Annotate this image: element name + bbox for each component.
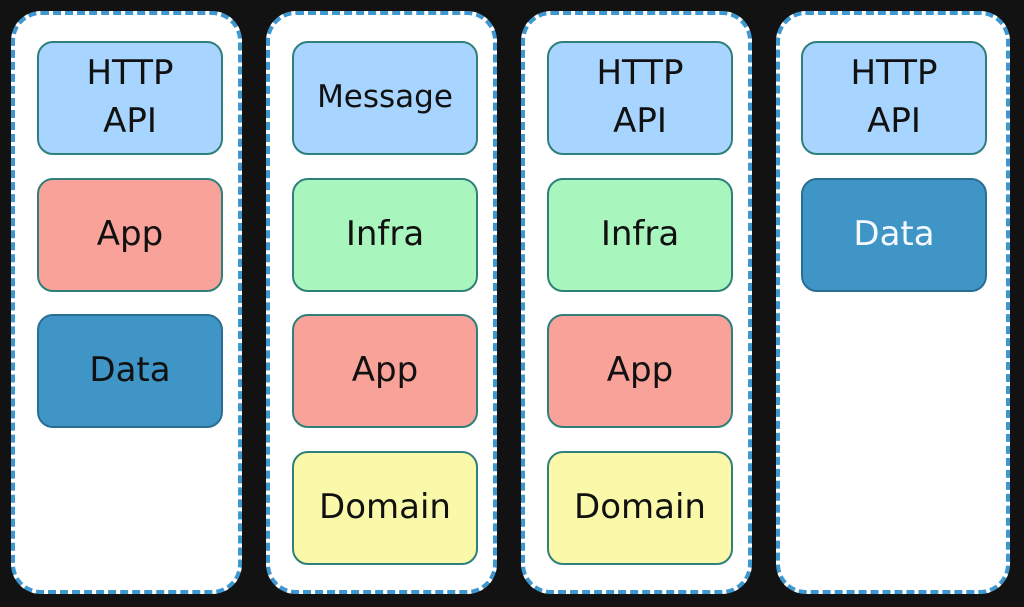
layer-message: Message (292, 41, 478, 155)
layer-app: App (292, 314, 478, 428)
service-column-1: HTTP API App Data (11, 11, 242, 594)
layer-domain: Domain (547, 451, 733, 565)
layer-infra: Infra (547, 178, 733, 292)
service-column-3: HTTP API Infra App Domain (521, 11, 752, 594)
layer-http-api: HTTP API (801, 41, 987, 155)
layer-data: Data (801, 178, 987, 292)
layer-app: App (37, 178, 223, 292)
layer-domain: Domain (292, 451, 478, 565)
service-column-2: Message Infra App Domain (266, 11, 497, 594)
layer-infra: Infra (292, 178, 478, 292)
layer-app: App (547, 314, 733, 428)
layer-data: Data (37, 314, 223, 428)
layer-http-api: HTTP API (547, 41, 733, 155)
layer-http-api: HTTP API (37, 41, 223, 155)
service-column-4: HTTP API Data (776, 11, 1010, 594)
